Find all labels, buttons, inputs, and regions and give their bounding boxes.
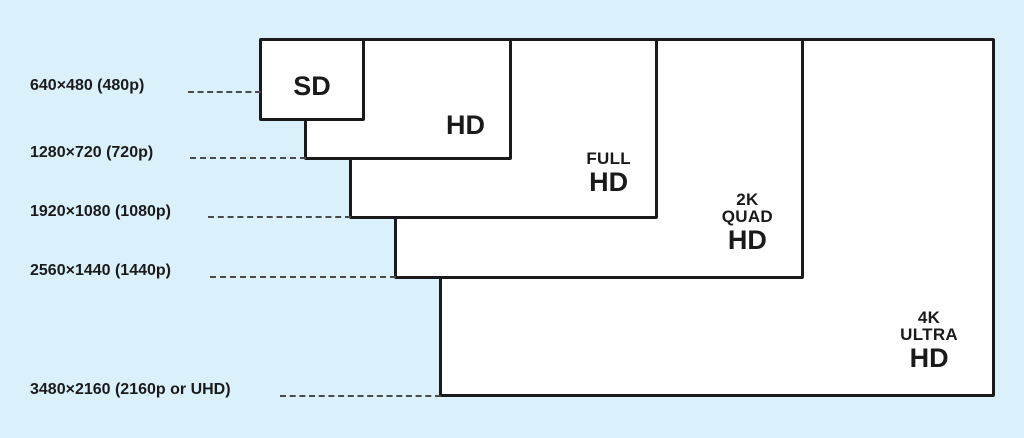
label-line: 2K	[736, 190, 759, 209]
label-sd: SD	[262, 71, 362, 100]
resolution-label-2k-quad-hd: 2560×1440 (1440p)	[30, 262, 171, 279]
label-2k-quad-hd: 2K QUAD HD	[722, 191, 773, 254]
label-line: HD	[727, 225, 767, 255]
label-line: QUAD	[721, 207, 773, 226]
leader-line	[280, 395, 441, 397]
label-line: HD	[446, 110, 485, 140]
label-hd: HD	[446, 110, 485, 139]
label-line: SD	[293, 71, 331, 101]
leader-line	[208, 216, 351, 218]
label-line: HD	[909, 343, 949, 373]
label-full-hd: FULL HD	[586, 150, 631, 196]
resolution-label-sd: 640×480 (480p)	[30, 77, 145, 94]
label-line: ULTRA	[900, 325, 958, 344]
leader-line	[188, 91, 261, 93]
resolution-label-full-hd: 1920×1080 (1080p)	[30, 203, 171, 220]
label-line: 4K	[917, 308, 941, 327]
label-4k-ultra-hd: 4K ULTRA HD	[900, 309, 958, 372]
leader-line	[190, 157, 306, 159]
resolution-label-4k-ultra-hd: 3480×2160 (2160p or UHD)	[30, 381, 231, 398]
label-line: FULL	[586, 149, 631, 168]
label-line: HD	[589, 167, 629, 197]
leader-line	[210, 276, 396, 278]
resolution-label-hd: 1280×720 (720p)	[30, 144, 154, 161]
box-sd: SD	[259, 38, 365, 121]
